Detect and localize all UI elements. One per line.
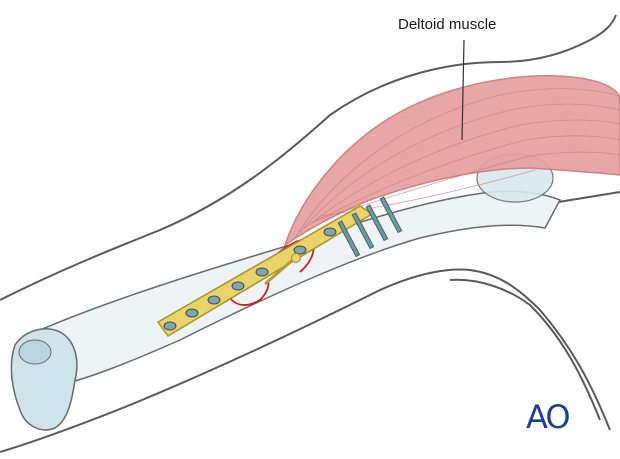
- screw-4: [379, 196, 403, 234]
- plate-screw-holes: [163, 227, 337, 331]
- condyle-highlight: [18, 339, 52, 365]
- arm-outline-upper: [0, 14, 617, 301]
- plate-hole-6: [293, 245, 307, 255]
- plate-hole-3: [207, 295, 221, 305]
- arm-outline-lower: [0, 268, 611, 453]
- muscle-fibers: [294, 88, 620, 239]
- deltoid-muscle-label: Deltoid muscle: [398, 16, 497, 33]
- callout-leader-line: [461, 39, 465, 141]
- plate-hole-2: [185, 308, 199, 318]
- screw-3: [365, 204, 389, 242]
- plate-hole-7: [323, 227, 337, 237]
- plate-hole-1: [163, 321, 177, 331]
- screw-2: [351, 212, 375, 250]
- ao-logo: AO: [526, 398, 570, 436]
- screw-1: [337, 220, 361, 258]
- fracture-line-lower: [229, 279, 270, 306]
- forearm-outline: [449, 278, 601, 421]
- humerus-shaft: [39, 190, 562, 386]
- lag-screw: [264, 256, 296, 286]
- plate-hole-4: [231, 281, 245, 291]
- screws: [337, 196, 403, 258]
- plate-hole-5: [255, 267, 269, 277]
- lag-screw-head: [291, 253, 301, 263]
